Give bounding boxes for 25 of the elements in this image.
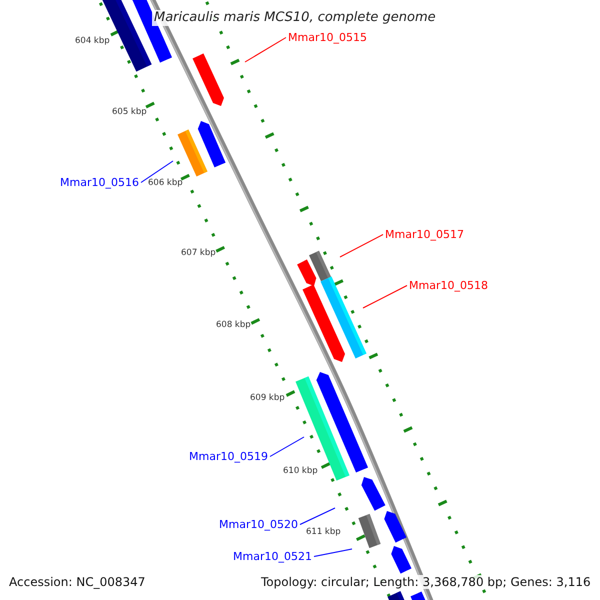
- tick-label: 607 kbp: [181, 248, 216, 258]
- tick-label: 605 kbp: [112, 107, 147, 118]
- accession-text: Accession: NC_008347: [9, 575, 146, 590]
- tick-label: 604 kbp: [75, 36, 110, 46]
- leader-line: [362, 285, 408, 308]
- leader-line: [244, 37, 286, 62]
- gene-label: Mmar10_0517: [385, 228, 464, 241]
- gene-label: Mmar10_0515: [288, 31, 367, 44]
- leader-line: [340, 234, 384, 258]
- gene-label: Mmar10_0521: [233, 550, 312, 563]
- genome-summary-text: Topology: circular; Length: 3,368,780 bp; Genes: 3,116: [261, 575, 591, 590]
- gene-label: Mmar10_0519: [189, 450, 268, 463]
- map-title: Maricaulis maris MCS10, complete genome: [152, 10, 438, 26]
- tick-label: 611 kbp: [306, 527, 341, 538]
- gene-label: Mmar10_0516: [60, 176, 139, 189]
- tick-label: 608 kbp: [216, 320, 251, 330]
- leader-line: [140, 160, 174, 183]
- leader-line: [314, 548, 352, 557]
- leader-line: [270, 436, 304, 457]
- tick-label: 610 kbp: [283, 466, 318, 476]
- tick-label: 606 kbp: [148, 178, 183, 188]
- tick-label: 609 kbp: [250, 393, 285, 404]
- gene-label: Mmar10_0518: [409, 279, 488, 292]
- leader-line: [300, 508, 336, 525]
- gene-label: Mmar10_0520: [219, 518, 298, 531]
